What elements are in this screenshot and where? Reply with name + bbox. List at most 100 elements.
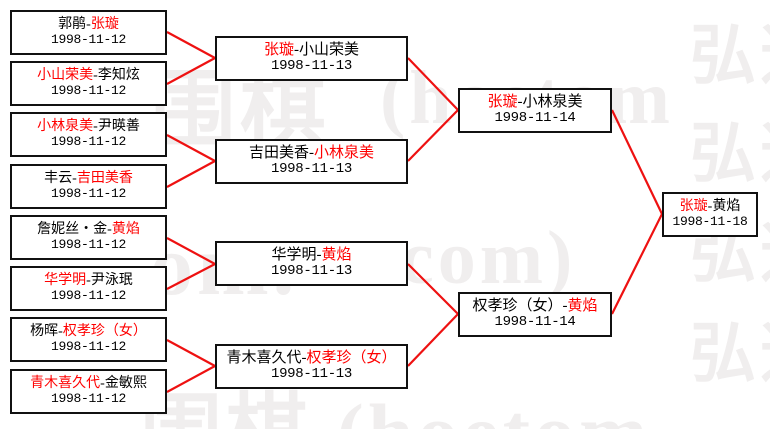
player-name: 小林泉美 xyxy=(522,94,583,111)
match-box-final[interactable]: 张璇-黄焰 1998-11-18 xyxy=(662,192,758,237)
connector-line xyxy=(407,57,459,111)
connector-line xyxy=(166,365,216,393)
player-name: 杨晖 xyxy=(30,324,59,340)
name-separator: - xyxy=(309,145,314,162)
player-name-winner: 张璇 xyxy=(487,94,518,111)
player-name: 尹泳珉 xyxy=(90,273,133,289)
match-date: 1998-11-12 xyxy=(50,134,126,150)
connector-line xyxy=(407,313,459,367)
match-players: 张璇-小山荣美 xyxy=(264,42,359,59)
watermark-text: com) xyxy=(400,216,577,300)
player-name-winner: 黄焰 xyxy=(567,298,598,315)
connector-line xyxy=(166,339,216,367)
player-name: 郭鹃 xyxy=(58,17,87,33)
match-players: 张璇-黄焰 xyxy=(680,199,741,215)
match-date: 1998-11-12 xyxy=(50,237,126,253)
match-box-r2-2[interactable]: 吉田美香-小林泉美 1998-11-13 xyxy=(215,139,408,184)
match-box-r2-3[interactable]: 华学明-黄焰 1998-11-13 xyxy=(215,241,408,286)
player-name-winner: 青木喜久代 xyxy=(30,376,101,392)
match-box-r1-8[interactable]: 青木喜久代-金敏熙 1998-11-12 xyxy=(10,369,167,414)
name-separator: - xyxy=(100,376,105,392)
name-separator: - xyxy=(301,350,307,367)
match-date: 1998-11-18 xyxy=(672,214,748,230)
name-separator: - xyxy=(93,68,98,84)
player-name-winner: 吉田美香 xyxy=(76,171,133,187)
match-players: 丰云-吉田美香 xyxy=(44,171,133,187)
player-name: 金敏熙 xyxy=(104,376,147,392)
match-box-r1-6[interactable]: 华学明-尹泳珉 1998-11-12 xyxy=(10,266,167,311)
player-name-winner: 权孝珍（女） xyxy=(62,324,147,340)
name-separator: - xyxy=(86,273,91,289)
match-date: 1998-11-14 xyxy=(494,110,576,127)
match-box-r1-2[interactable]: 小山荣美-李知炫 1998-11-12 xyxy=(10,61,167,106)
player-name: 小山荣美 xyxy=(299,42,360,59)
player-name: 丰云 xyxy=(44,171,73,187)
player-name-winner: 小山荣美 xyxy=(37,68,94,84)
match-box-r1-3[interactable]: 小林泉美-尹暎善 1998-11-12 xyxy=(10,112,167,157)
connector-line xyxy=(166,263,216,290)
match-players: 小林泉美-尹暎善 xyxy=(37,119,140,135)
player-name-winner: 张璇 xyxy=(263,42,294,59)
match-players: 小山荣美-李知炫 xyxy=(37,68,140,84)
name-separator: - xyxy=(93,119,98,135)
match-date: 1998-11-13 xyxy=(270,263,352,280)
player-name: 权孝珍（女） xyxy=(472,298,563,315)
name-separator: - xyxy=(707,199,713,215)
match-players: 青木喜久代-金敏熙 xyxy=(30,376,147,392)
player-name: 黄焰 xyxy=(712,199,741,215)
match-date: 1998-11-13 xyxy=(270,58,352,75)
match-players: 青木喜久代-权孝珍（女） xyxy=(226,350,396,367)
match-players: 杨晖-权孝珍（女） xyxy=(30,324,147,340)
match-date: 1998-11-13 xyxy=(270,161,352,178)
player-name-winner: 张璇 xyxy=(679,199,708,215)
connector-line xyxy=(166,134,216,162)
name-separator: - xyxy=(562,298,568,315)
connector-line xyxy=(166,237,216,265)
player-name: 尹暎善 xyxy=(97,119,140,135)
connector-line xyxy=(611,213,663,315)
player-name-winner: 权孝珍（女） xyxy=(306,350,397,367)
match-box-r3-1[interactable]: 张璇-小林泉美 1998-11-14 xyxy=(458,88,612,133)
name-separator: - xyxy=(294,42,299,59)
player-name-winner: 黄焰 xyxy=(321,247,352,264)
match-date: 1998-11-12 xyxy=(50,288,126,304)
name-separator: - xyxy=(72,171,77,187)
watermark-text: 弘道 xyxy=(690,118,770,191)
name-separator: - xyxy=(107,222,112,238)
connector-line xyxy=(166,57,216,85)
player-name-winner: 华学明 xyxy=(44,273,87,289)
match-box-r1-7[interactable]: 杨晖-权孝珍（女） 1998-11-12 xyxy=(10,317,167,362)
player-name: 青木喜久代 xyxy=(226,350,302,367)
match-box-r2-4[interactable]: 青木喜久代-权孝珍（女） 1998-11-13 xyxy=(215,344,408,389)
match-players: 郭鹃-张璇 xyxy=(58,17,119,33)
name-separator: - xyxy=(58,324,63,340)
connector-line xyxy=(166,31,216,59)
connector-line xyxy=(407,109,459,162)
connector-line xyxy=(166,160,216,188)
player-name: 华学明 xyxy=(271,247,317,264)
watermark-text: 弘道 xyxy=(690,318,770,391)
match-date: 1998-11-14 xyxy=(494,314,576,331)
connector-line xyxy=(611,109,663,215)
match-date: 1998-11-12 xyxy=(50,339,126,355)
match-date: 1998-11-12 xyxy=(50,186,126,202)
player-name-winner: 黄焰 xyxy=(111,222,140,238)
match-date: 1998-11-12 xyxy=(50,32,126,48)
match-players: 张璇-小林泉美 xyxy=(487,94,582,111)
name-separator: - xyxy=(517,94,523,111)
player-name: 吉田美香 xyxy=(248,145,309,162)
player-name-winner: 小林泉美 xyxy=(37,119,94,135)
watermark-text: 弘道 xyxy=(690,20,770,93)
name-separator: - xyxy=(86,17,91,33)
player-name-winner: 张璇 xyxy=(90,17,119,33)
match-players: 权孝珍（女）-黄焰 xyxy=(472,298,597,315)
match-date: 1998-11-13 xyxy=(270,366,352,383)
match-box-r1-5[interactable]: 詹妮丝・金-黄焰 1998-11-12 xyxy=(10,215,167,260)
match-date: 1998-11-12 xyxy=(50,391,126,407)
match-players: 吉田美香-小林泉美 xyxy=(249,145,374,162)
match-box-r3-2[interactable]: 权孝珍（女）-黄焰 1998-11-14 xyxy=(458,292,612,337)
match-box-r1-1[interactable]: 郭鹃-张璇 1998-11-12 xyxy=(10,10,167,55)
match-box-r2-1[interactable]: 张璇-小山荣美 1998-11-13 xyxy=(215,36,408,81)
match-box-r1-4[interactable]: 丰云-吉田美香 1998-11-12 xyxy=(10,164,167,209)
